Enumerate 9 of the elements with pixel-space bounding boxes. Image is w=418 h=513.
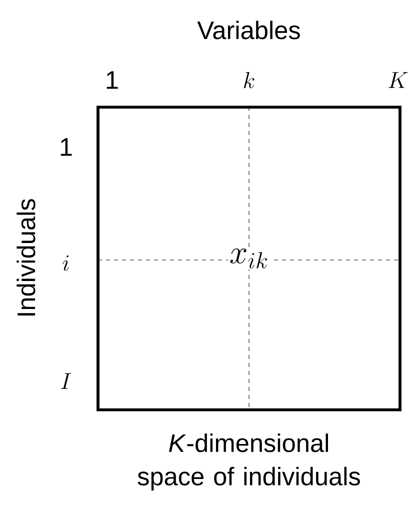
index-label: $K$	[388, 72, 408, 88]
caption: K-dimensional space of individuals	[138, 434, 360, 490]
title: Variables	[197, 20, 300, 40]
index-label: 1	[60, 138, 72, 156]
index-label: $I$	[61, 373, 72, 389]
axis-label: Individuals	[16, 199, 36, 316]
index-label: $k$	[244, 72, 254, 88]
matrix-box: $x_{ik}$	[96, 106, 402, 412]
index-label: $i$	[62, 255, 69, 271]
